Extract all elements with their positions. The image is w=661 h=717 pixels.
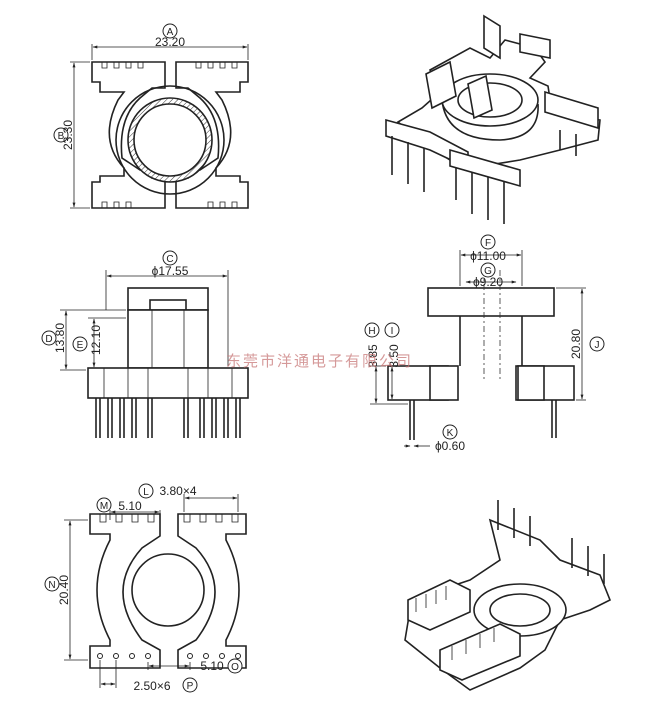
dim-O-value: 5.10 bbox=[200, 659, 224, 673]
label-H: H bbox=[368, 326, 375, 337]
label-J: J bbox=[595, 340, 600, 351]
side-view: F ϕ11.00 G ϕ9.20 J 20.80 H I 3.85 3.50 K… bbox=[364, 234, 605, 453]
label-E: E bbox=[77, 340, 84, 351]
isometric-view-bottom bbox=[404, 500, 612, 691]
label-D: D bbox=[45, 334, 52, 345]
dim-N-value: 20.40 bbox=[57, 575, 71, 605]
dim-P-value: 2.50×6 bbox=[133, 679, 170, 693]
front-view: C ϕ17.55 D 13.80 E 12.10 bbox=[41, 250, 249, 438]
label-A: A bbox=[167, 27, 174, 38]
label-O: O bbox=[231, 662, 239, 673]
dim-E-value: 12.10 bbox=[89, 325, 103, 355]
label-P: P bbox=[187, 681, 194, 692]
company-watermark: 东莞市洋通电子有限公司 bbox=[226, 353, 413, 370]
dim-K-value: ϕ0.60 bbox=[435, 439, 465, 453]
label-G: G bbox=[484, 266, 492, 277]
dim-M-value: 5.10 bbox=[118, 499, 142, 513]
dim-C-value: ϕ17.55 bbox=[152, 264, 189, 278]
dim-F-value: ϕ11.00 bbox=[470, 249, 506, 263]
label-K: K bbox=[447, 428, 454, 439]
dim-L-value: 3.80×4 bbox=[159, 484, 196, 498]
top-view: A 23.20 B 23.30 bbox=[53, 23, 249, 209]
dim-A-value: 23.20 bbox=[155, 35, 185, 49]
dim-B-value: 23.30 bbox=[61, 120, 75, 150]
dim-G-value: ϕ9.20 bbox=[473, 275, 503, 289]
bottom-view: L 3.80×4 M 5.10 N 20.40 O 5.10 P 2.50×6 bbox=[44, 483, 247, 693]
label-I: I bbox=[391, 326, 394, 337]
label-C: C bbox=[166, 254, 173, 265]
dim-D-value: 13.80 bbox=[53, 323, 67, 353]
label-M: M bbox=[100, 501, 108, 512]
isometric-view-top bbox=[385, 14, 601, 224]
label-N: N bbox=[48, 580, 55, 591]
label-L: L bbox=[143, 487, 149, 498]
label-B: B bbox=[58, 131, 65, 142]
label-F: F bbox=[485, 238, 491, 249]
dim-J-value: 20.80 bbox=[569, 329, 583, 359]
dim-H-value: 3.85 bbox=[366, 344, 380, 368]
dim-I-value: 3.50 bbox=[387, 344, 401, 368]
